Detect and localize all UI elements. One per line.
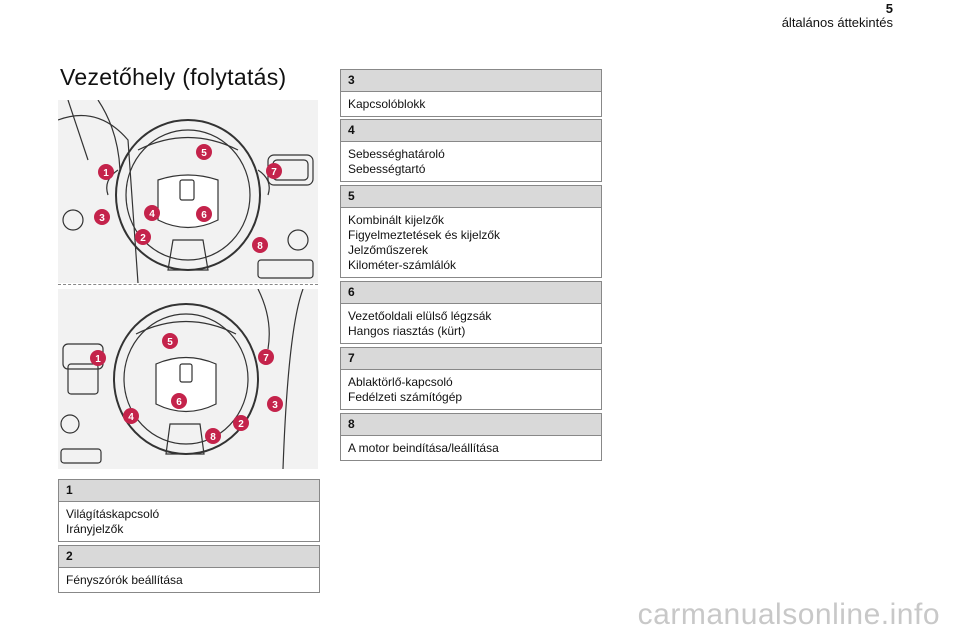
callout-3: 3	[94, 209, 110, 225]
svg-text:8: 8	[257, 241, 263, 252]
legend-item-text: Figyelmeztetések és kijelzők	[348, 228, 501, 242]
legend-item-number: 5	[341, 186, 601, 208]
figure-separator	[58, 284, 318, 285]
legend-item-number: 1	[59, 480, 319, 502]
callout-8-rhd: 8	[205, 428, 221, 444]
svg-text:3: 3	[272, 400, 278, 411]
svg-text:8: 8	[210, 432, 216, 443]
svg-text:1: 1	[95, 354, 101, 365]
legend-item-2: 2 Fényszórók beállítása	[58, 545, 320, 593]
page-number: 5	[885, 1, 893, 16]
legend-item-number: 7	[341, 348, 601, 370]
legend-item-number: 3	[341, 70, 601, 92]
svg-text:3: 3	[99, 213, 105, 224]
svg-text:7: 7	[271, 167, 277, 178]
legend-item-text: Világításkapcsoló	[66, 507, 160, 521]
svg-text:5: 5	[201, 148, 207, 159]
callout-4-rhd: 4	[123, 408, 139, 424]
legend-item-text: A motor beindítása/leállítása	[348, 441, 499, 455]
legend-item-number: 6	[341, 282, 601, 304]
legend-item-text: Fedélzeti számítógép	[348, 390, 463, 404]
callout-3-rhd: 3	[267, 396, 283, 412]
svg-text:2: 2	[238, 419, 244, 430]
legend-item-text: Fényszórók beállítása	[66, 573, 183, 587]
callout-4: 4	[144, 205, 160, 221]
legend-item-1: 1 Világításkapcsoló Irányjelzők	[58, 479, 320, 542]
svg-text:7: 7	[263, 353, 269, 364]
legend-item-number: 4	[341, 120, 601, 142]
legend-item-text: Sebességhatároló	[348, 147, 445, 161]
legend-item-8: 8 A motor beindítása/leállítása	[340, 413, 602, 461]
legend-item-text: Kilométer-számlálók	[348, 258, 457, 272]
svg-text:6: 6	[176, 397, 182, 408]
legend-item-text: Vezetőoldali elülső légzsák	[348, 309, 492, 323]
callout-2: 2	[135, 229, 151, 245]
legend-item-number: 8	[341, 414, 601, 436]
page-title: Vezetőhely (folytatás)	[60, 64, 287, 90]
svg-text:4: 4	[128, 412, 134, 423]
legend-item-text: Irányjelzők	[66, 522, 124, 536]
callout-5: 5	[196, 144, 212, 160]
callout-1: 1	[98, 164, 114, 180]
svg-text:5: 5	[167, 337, 173, 348]
svg-text:6: 6	[201, 210, 207, 221]
legend-item-5: 5 Kombinált kijelzők Figyelmeztetések és…	[340, 185, 602, 278]
svg-text:4: 4	[149, 209, 155, 220]
callout-5-rhd: 5	[162, 333, 178, 349]
svg-text:2: 2	[140, 233, 146, 244]
legend-item-number: 2	[59, 546, 319, 568]
callout-7: 7	[266, 163, 282, 179]
legend-item-7: 7 Ablaktörlő-kapcsoló Fedélzeti számítóg…	[340, 347, 602, 410]
svg-text:1: 1	[103, 168, 109, 179]
legend-item-text: Jelzőműszerek	[348, 243, 429, 257]
callout-7-rhd: 7	[258, 349, 274, 365]
legend-item-6: 6 Vezetőoldali elülső légzsák Hangos ria…	[340, 281, 602, 344]
legend-item-text: Sebességtartó	[348, 162, 426, 176]
legend-item-text: Kombinált kijelzők	[348, 213, 445, 227]
legend-item-text: Ablaktörlő-kapcsoló	[348, 375, 453, 389]
callout-1-rhd: 1	[90, 350, 106, 366]
legend-item-text: Hangos riasztás (kürt)	[348, 324, 466, 338]
section-title: általános áttekintés	[781, 15, 893, 30]
watermark: carmanualsonline.info	[637, 598, 940, 631]
legend-item-4: 4 Sebességhatároló Sebességtartó	[340, 119, 602, 182]
legend-item-3: 3 Kapcsolóblokk	[340, 69, 602, 117]
callout-2-rhd: 2	[233, 415, 249, 431]
legend-item-text: Kapcsolóblokk	[348, 97, 426, 111]
callout-8: 8	[252, 237, 268, 253]
callout-6-rhd: 6	[171, 393, 187, 409]
callout-6: 6	[196, 206, 212, 222]
dashboard-illustration-rhd	[58, 289, 318, 469]
